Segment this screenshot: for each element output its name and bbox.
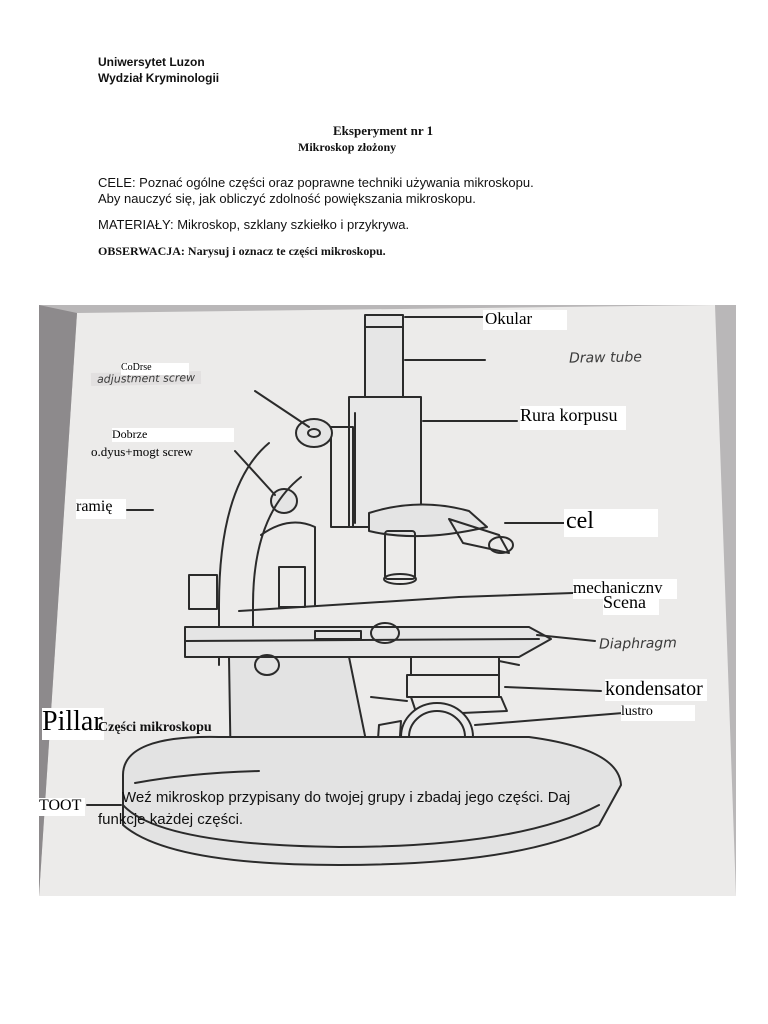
instruction-line-2: funkcje każdej części. bbox=[98, 811, 244, 828]
label-fine-screw: o.dyus+mogt screw bbox=[91, 444, 193, 459]
microscope-figure: adjustment screw Draw tube Diaphragm Oku… bbox=[39, 305, 736, 896]
handwritten-diaphragm: Diaphragm bbox=[598, 635, 678, 653]
label-ramie: ramię bbox=[76, 499, 126, 519]
objectives-line-1: CELE: Poznać ogólne części oraz poprawne… bbox=[98, 175, 534, 190]
label-kondensator: kondensator bbox=[605, 679, 707, 701]
label-okular: Okular bbox=[483, 310, 567, 330]
parts-section-title: Części mikroskopu bbox=[98, 720, 212, 735]
faculty-name: Wydział Kryminologii bbox=[98, 71, 220, 85]
label-cel: cel bbox=[564, 509, 658, 537]
instruction-line-1: Weź mikroskop przypisany do twojej grupy… bbox=[122, 789, 571, 806]
objectives-line-2: Aby nauczyć się, jak obliczyć zdolność p… bbox=[98, 191, 476, 206]
label-coarse: CoDrse bbox=[121, 363, 189, 375]
label-toot: TOOT bbox=[39, 798, 85, 816]
paper-shadow bbox=[39, 305, 77, 896]
university-name: Uniwersytet Luzon bbox=[98, 55, 205, 69]
materials-line: MATERIAŁY: Mikroskop, szklany szkiełko i… bbox=[98, 217, 410, 232]
experiment-number: Eksperyment nr 1 bbox=[333, 123, 434, 138]
microscope-outline bbox=[86, 314, 624, 866]
experiment-title: Mikroskop złożony bbox=[298, 140, 397, 154]
microscope-drawing bbox=[39, 305, 736, 896]
label-fine: Dobrze bbox=[112, 428, 234, 442]
handwritten-draw-tube: Draw tube bbox=[568, 349, 643, 367]
label-lustro: lustro bbox=[621, 705, 695, 721]
label-scena: Scena bbox=[603, 593, 659, 615]
observation-line: OBSERWACJA: Narysuj i oznacz te części m… bbox=[98, 244, 386, 258]
label-rura-korpusu: Rura korpusu bbox=[520, 406, 626, 430]
label-pillar: Pillar bbox=[42, 708, 104, 740]
